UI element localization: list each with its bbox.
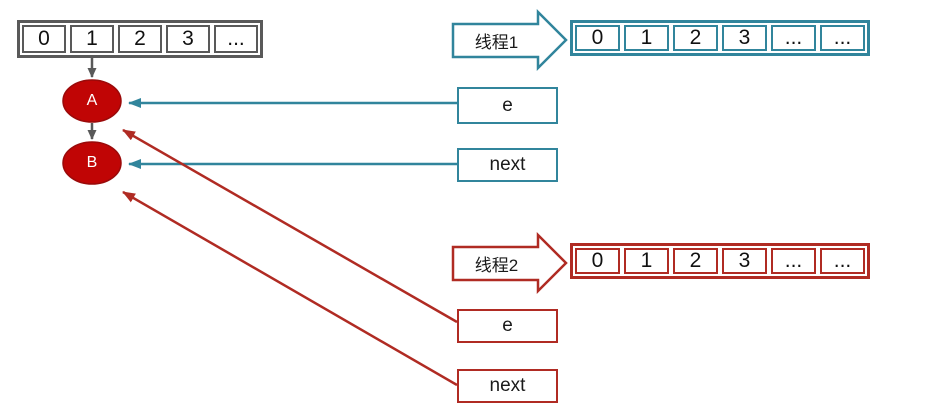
- thread2-next-box: next: [457, 369, 558, 403]
- table-cell: 0: [575, 248, 620, 274]
- thread1-next-box: next: [457, 148, 558, 182]
- thread1-label: 线程1: [474, 33, 519, 52]
- thread2-block-arrow: [451, 231, 568, 295]
- table-cell: 3: [722, 248, 767, 274]
- table-cell: ...: [771, 25, 816, 51]
- thread2-table-array: 0 1 2 3 ... ...: [570, 243, 870, 279]
- node-b-ellipse: [62, 141, 122, 185]
- hash-bucket-array: 0 1 2 3 ...: [17, 20, 263, 58]
- table-cell: 2: [673, 25, 718, 51]
- thread1-table-array: 0 1 2 3 ... ...: [570, 20, 870, 56]
- thread1-block-arrow: [451, 8, 568, 72]
- thread2-next-pointer-arrow: [122, 190, 458, 387]
- table-cell: 2: [673, 248, 718, 274]
- node-b-label: B: [86, 154, 98, 171]
- bucket-cell: 3: [166, 25, 210, 53]
- bucket-cell: 1: [70, 25, 114, 53]
- thread2-e-pointer-arrow: [122, 128, 458, 324]
- table-cell: 1: [624, 25, 669, 51]
- table-cell: ...: [771, 248, 816, 274]
- bucket-cell: 2: [118, 25, 162, 53]
- bucket-cell: ...: [214, 25, 258, 53]
- table-cell: 3: [722, 25, 767, 51]
- thread2-e-box: e: [457, 309, 558, 343]
- table-cell: 1: [624, 248, 669, 274]
- table-cell: ...: [820, 248, 865, 274]
- bucket-cell: 0: [22, 25, 66, 53]
- thread1-e-box: e: [457, 87, 558, 124]
- table-cell: 0: [575, 25, 620, 51]
- node-a-ellipse: [62, 79, 122, 123]
- node-a-label: A: [86, 92, 98, 109]
- table-cell: ...: [820, 25, 865, 51]
- thread2-label: 线程2: [474, 256, 519, 275]
